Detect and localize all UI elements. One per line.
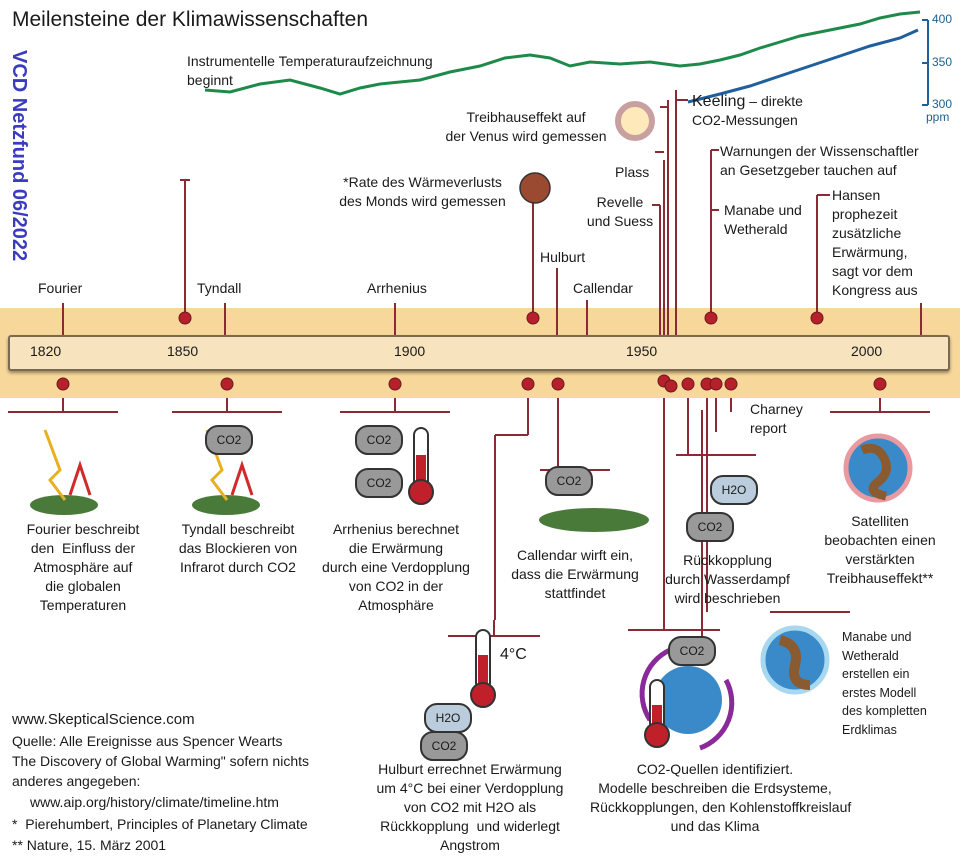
label-tyndall: Tyndall	[197, 280, 242, 296]
ppm-unit: ppm	[926, 110, 950, 124]
label-charney: Charney report	[750, 401, 803, 436]
label-warnings: Warnungen der Wissenschaftler an Gesetzg…	[720, 143, 919, 178]
desc-co2-sources: CO2-Quellen identifiziert. Modelle besch…	[590, 761, 852, 834]
co2-molecule-icon: CO2	[355, 425, 403, 455]
co2-curve	[687, 28, 919, 104]
temperature-curve	[204, 10, 921, 96]
source-line: The Discovery of Global Warming" sofern …	[12, 753, 310, 769]
source-line: * Pierehumbert, Principles of Planetary …	[12, 816, 308, 832]
earth-icon	[843, 433, 913, 503]
label-4c: 4°C	[500, 646, 527, 663]
co2-molecule-icon: CO2	[355, 468, 403, 498]
ppm-tick: 400	[932, 12, 953, 26]
co2-molecule-icon: CO2	[205, 425, 253, 455]
keeling-desc: – direkte CO2-Messungen	[692, 93, 803, 128]
watermark-text: VCD Netzfund 06/2022	[8, 50, 30, 261]
timeline-bar	[8, 335, 950, 371]
label-manabe-wetherald: Manabe und Wetherald	[724, 202, 802, 237]
desc-tyndall: Tyndall beschreibt das Blockieren von In…	[178, 521, 298, 575]
desc-satellites: Satelliten beobachten einen verstärkten …	[824, 513, 936, 586]
source-line: anderes angegeben:	[12, 773, 141, 789]
source-url: www.aip.org/history/climate/timeline.htm	[30, 794, 279, 810]
label-arrhenius: Arrhenius	[367, 280, 427, 296]
source-line: ** Nature, 15. März 2001	[12, 837, 167, 853]
desc-fourier: Fourier beschreibt den Einfluss der Atmo…	[26, 521, 140, 613]
year-label: 1950	[626, 343, 658, 359]
source-site: www.SkepticalScience.com	[12, 711, 195, 728]
label-callendar: Callendar	[573, 280, 633, 296]
earth-cycle-icon	[654, 666, 722, 734]
year-label: 2000	[851, 343, 883, 359]
co2-molecule-icon: CO2	[668, 636, 716, 666]
ground-icon	[30, 495, 649, 532]
label-revelle-suess: Revelle und Suess	[586, 194, 654, 229]
label-hulburt: Hulburt	[540, 249, 586, 265]
year-label: 1820	[30, 343, 62, 359]
desc-arrhenius: Arrhenius berechnet die Erwärmung durch …	[322, 521, 470, 613]
co2-molecule-icon: CO2	[420, 731, 468, 761]
h2o-molecule-icon: H2O	[424, 703, 472, 733]
venus-icon	[615, 101, 655, 141]
year-label: 1900	[394, 343, 426, 359]
co2-molecule-icon: CO2	[545, 466, 593, 496]
label-keeling: Keeling – direkte CO2-Messungen	[692, 92, 842, 130]
ppm-tick: 300	[932, 97, 953, 111]
label-hansen: Hansen prophezeit zusätzliche Erwärmung,…	[832, 187, 918, 298]
desc-hulburt: Hulburt errechnet Erwärmung um 4°C bei e…	[376, 761, 564, 853]
label-plass: Plass	[615, 164, 650, 180]
source-line: Quelle: Alle Ereignisse aus Spencer Wear…	[12, 733, 283, 749]
thermometer-icon	[408, 427, 670, 748]
label-venus: Treibhauseffekt auf der Venus wird gemes…	[445, 109, 607, 144]
watermark: VCD Netzfund 06/2022	[8, 50, 30, 261]
moon-icon	[519, 172, 551, 204]
desc-water-feedback: Rückkopplung durch Wasserdampf wird besc…	[665, 552, 790, 606]
label-fourier: Fourier	[38, 280, 83, 296]
year-label: 1850	[167, 343, 199, 359]
desc-callendar: Callendar wirft ein, dass die Erwärmung …	[511, 547, 639, 601]
radiation-arrow-icon	[43, 429, 254, 501]
label-moon: *Rate des Wärmeverlusts des Monds wird g…	[339, 174, 506, 209]
page-title: Meilensteine der Klimawissenschaften	[12, 8, 369, 31]
label-instrumental-record: Instrumentelle Temperaturaufzeichnung be…	[187, 53, 433, 88]
ppm-tick: 350	[932, 55, 953, 69]
keeling-name: Keeling	[692, 93, 746, 110]
h2o-molecule-icon: H2O	[710, 475, 758, 505]
co2-molecule-icon: CO2	[686, 512, 734, 542]
desc-manabe-model: Manabe und Wetherald erstellen ein erste…	[842, 630, 927, 737]
